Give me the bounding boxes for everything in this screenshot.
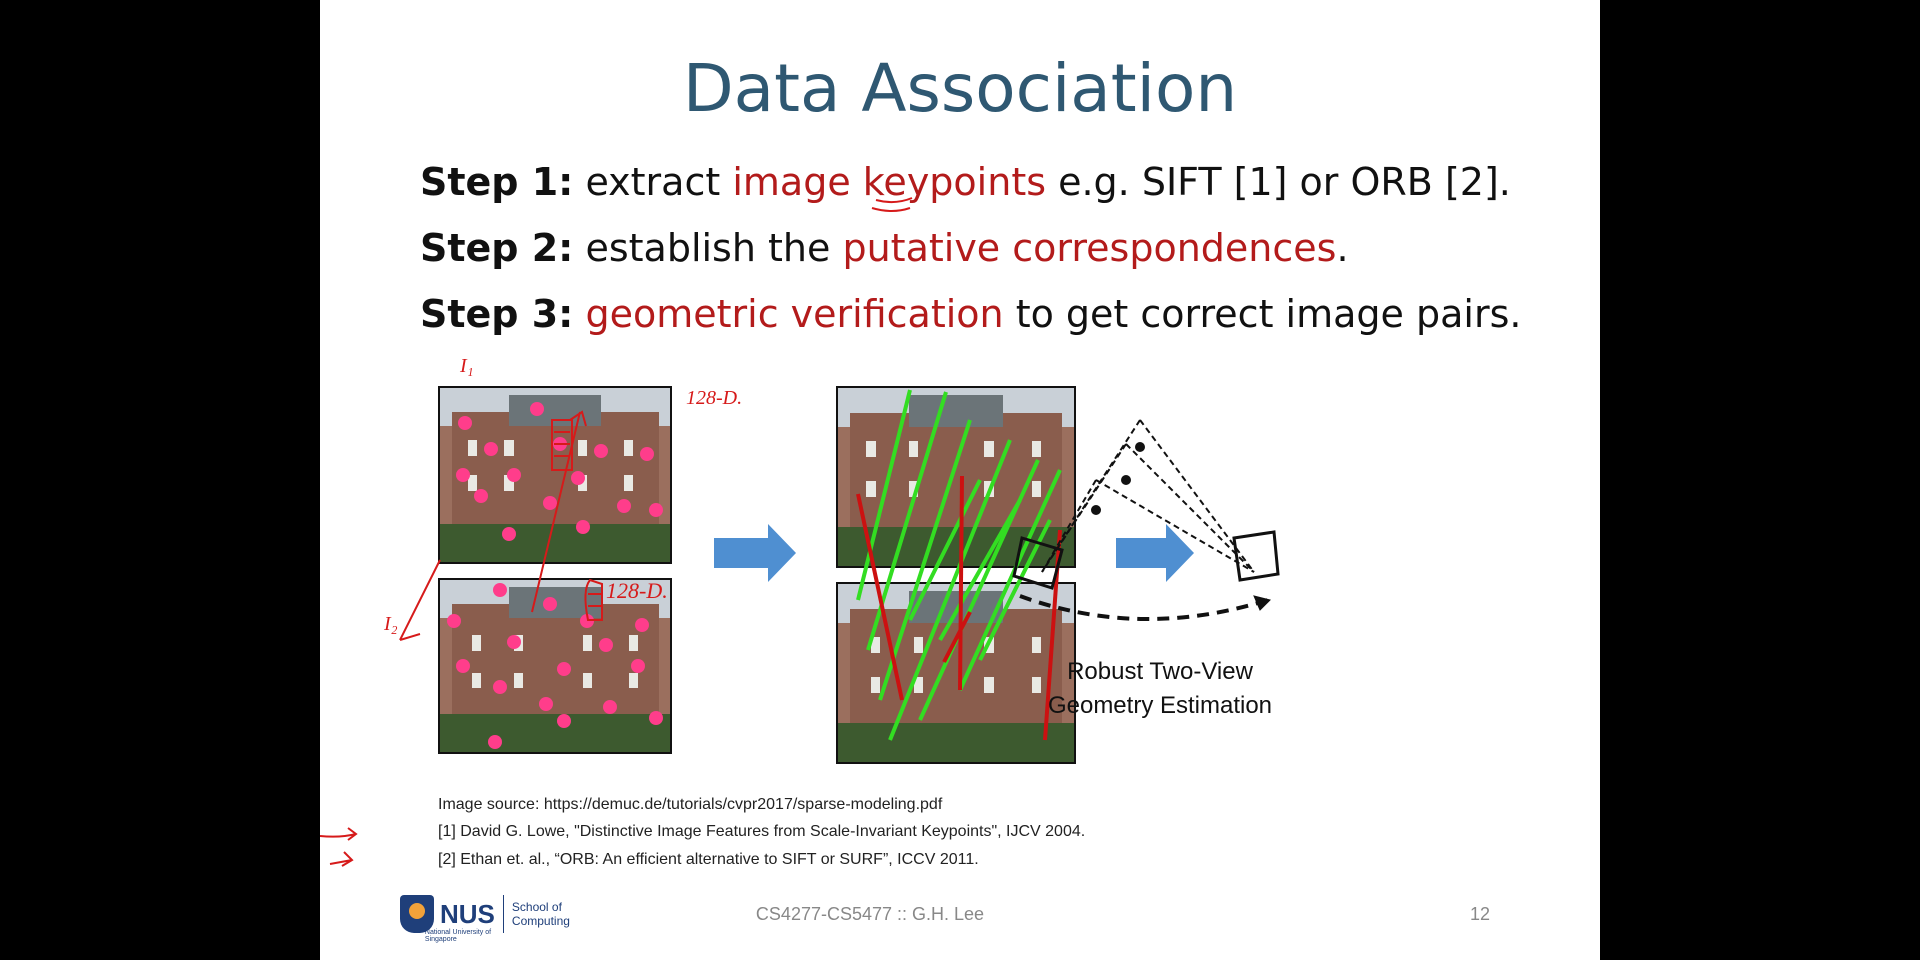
i2-annotation: I₂ [383, 613, 398, 635]
dim-top-annotation: 128-D. [686, 387, 742, 409]
scene-points [1091, 442, 1145, 515]
image-source: Image source: https://demuc.de/tutorials… [438, 796, 943, 813]
two-view-geometry-diagram [1012, 419, 1280, 622]
figure-overlay: I₁ I₂ 128-D. 128-D. [320, 197, 1280, 867]
ref2-arrow-mark [329, 851, 354, 867]
building-photo-top-matches [836, 386, 1076, 568]
descriptor-vector-top [551, 419, 573, 471]
step-2-pre: establish the [573, 226, 843, 270]
building-photo-bottom-keypoints [438, 578, 672, 754]
reference-1: [1] David G. Lowe, "Distinctive Image Fe… [438, 823, 1086, 840]
step-2-label: Step 2: [420, 226, 574, 270]
step-2-highlight: putative correspondences [842, 226, 1337, 270]
sift-underline [875, 197, 913, 204]
nus-logo: NUS National University of Singapore Sch… [400, 892, 570, 943]
i1-annotation: I₁ [459, 355, 474, 377]
descriptor-vector-bottom [584, 578, 603, 621]
step-1-post: e.g. SIFT [1] or ORB [2]. [1046, 160, 1511, 204]
logo-divider [502, 895, 504, 933]
step-3: Step 3: geometric verification to get co… [420, 292, 1521, 336]
figure-caption: Robust Two-View Geometry Estimation [1010, 655, 1310, 723]
page-number: 12 [1470, 904, 1491, 924]
step-1-highlight: image keypoints [732, 160, 1047, 204]
step-3-post: to get correct image pairs. [1003, 292, 1522, 336]
nus-logo-subtext: National University of Singapore [424, 929, 492, 943]
figure-caption-line2: Geometry Estimation [1047, 692, 1273, 719]
step-3-highlight: geometric verification [585, 292, 1004, 336]
slide: Data Association Step 1: extract image k… [320, 0, 1600, 960]
slide-title: Data Association [682, 50, 1238, 127]
arrow-right-2 [1116, 524, 1194, 582]
course-footer: CS4277-CS5477 :: G.H. Lee [755, 904, 985, 924]
ref1-arrow-mark [320, 827, 358, 841]
figure-caption-line1: Robust Two-View [1067, 658, 1253, 685]
nus-crest-icon [400, 895, 434, 933]
i2-mark [399, 559, 441, 641]
nus-logo-text: NUS [440, 899, 495, 929]
step-1-pre: extract [573, 160, 733, 204]
handwritten-annotations [320, 197, 913, 867]
step-1-label: Step 1: [420, 160, 574, 204]
school-line1: School of [511, 900, 562, 914]
dim-bottom-annotation: 128-D. [606, 578, 668, 603]
school-name: School of Computing [512, 900, 570, 928]
correspondence-line [531, 410, 587, 613]
good-matches [856, 389, 1062, 741]
step-3-label: Step 3: [420, 292, 574, 336]
reference-2: [2] Ethan et. al., “ORB: An efficient al… [438, 851, 979, 868]
step-1: Step 1: extract image keypoints e.g. SIF… [420, 160, 1511, 204]
step-2-post: . [1336, 226, 1349, 270]
arrow-right-1 [714, 524, 796, 582]
step-2: Step 2: establish the putative correspon… [420, 226, 1349, 270]
school-line2: Computing [511, 914, 570, 928]
